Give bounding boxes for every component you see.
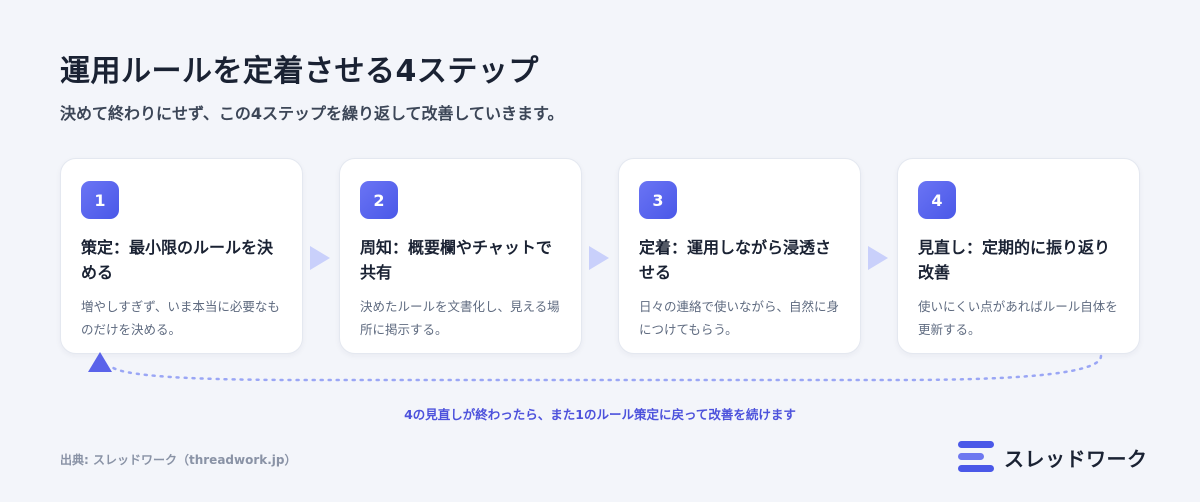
step-description: 使いにくい点があればルール自体を更新する。 (918, 299, 1118, 337)
stacked-lines-logo-icon (958, 441, 994, 473)
steps-row: 1 策定：最小限のルールを決める 増やしすぎず、いま本当に必要なものだけを決める… (60, 158, 1140, 354)
loop-dotted-path (108, 354, 1103, 382)
step-description: 決めたルールを文書化し、見える場所に掲示する。 (360, 299, 560, 337)
step-title: 周知：概要欄やチャットで共有 (360, 238, 552, 282)
step-card-2: 2 周知：概要欄やチャットで共有 決めたルールを文書化し、見える場所に掲示する。 (339, 158, 582, 354)
step-title: 策定：最小限のルールを決める (81, 238, 274, 282)
step-card-1: 1 策定：最小限のルールを決める 増やしすぎず、いま本当に必要なものだけを決める… (60, 158, 303, 354)
brand-name: スレッドワーク (1004, 446, 1148, 471)
step-title: 見直し：定期的に振り返り改善 (918, 238, 1111, 282)
step-description: 日々の連絡で使いながら、自然に身につけてもらう。 (639, 299, 840, 337)
step-number-badge: 3 (639, 181, 677, 219)
step-number-badge: 2 (360, 181, 398, 219)
step-description: 増やしすぎず、いま本当に必要なものだけを決める。 (81, 299, 280, 337)
loop-back-connector (88, 352, 1103, 382)
brand-logo: スレッドワーク (958, 441, 1148, 473)
source-credit: 出典: スレッドワーク（threadwork.jp） (60, 453, 297, 467)
arrow-right-icon (310, 246, 330, 270)
step-card-3: 3 定着：運用しながら浸透させる 日々の連絡で使いながら、自然に身につけてもらう… (618, 158, 861, 354)
loop-caption: 4の見直しが終わったら、また1のルール策定に戻って改善を続けます (404, 407, 796, 422)
step-number-badge: 4 (918, 181, 956, 219)
page-subtitle: 決めて終わりにせず、この4ステップを繰り返して改善していきます。 (60, 104, 564, 123)
arrow-right-icon (589, 246, 609, 270)
page-title: 運用ルールを定着させる4ステップ (60, 54, 539, 89)
step-number-badge: 1 (81, 181, 119, 219)
step-card-4: 4 見直し：定期的に振り返り改善 使いにくい点があればルール自体を更新する。 (897, 158, 1140, 354)
loop-arrowhead-icon (88, 352, 112, 372)
step-title: 定着：運用しながら浸透させる (639, 238, 832, 282)
arrow-right-icon (868, 246, 888, 270)
